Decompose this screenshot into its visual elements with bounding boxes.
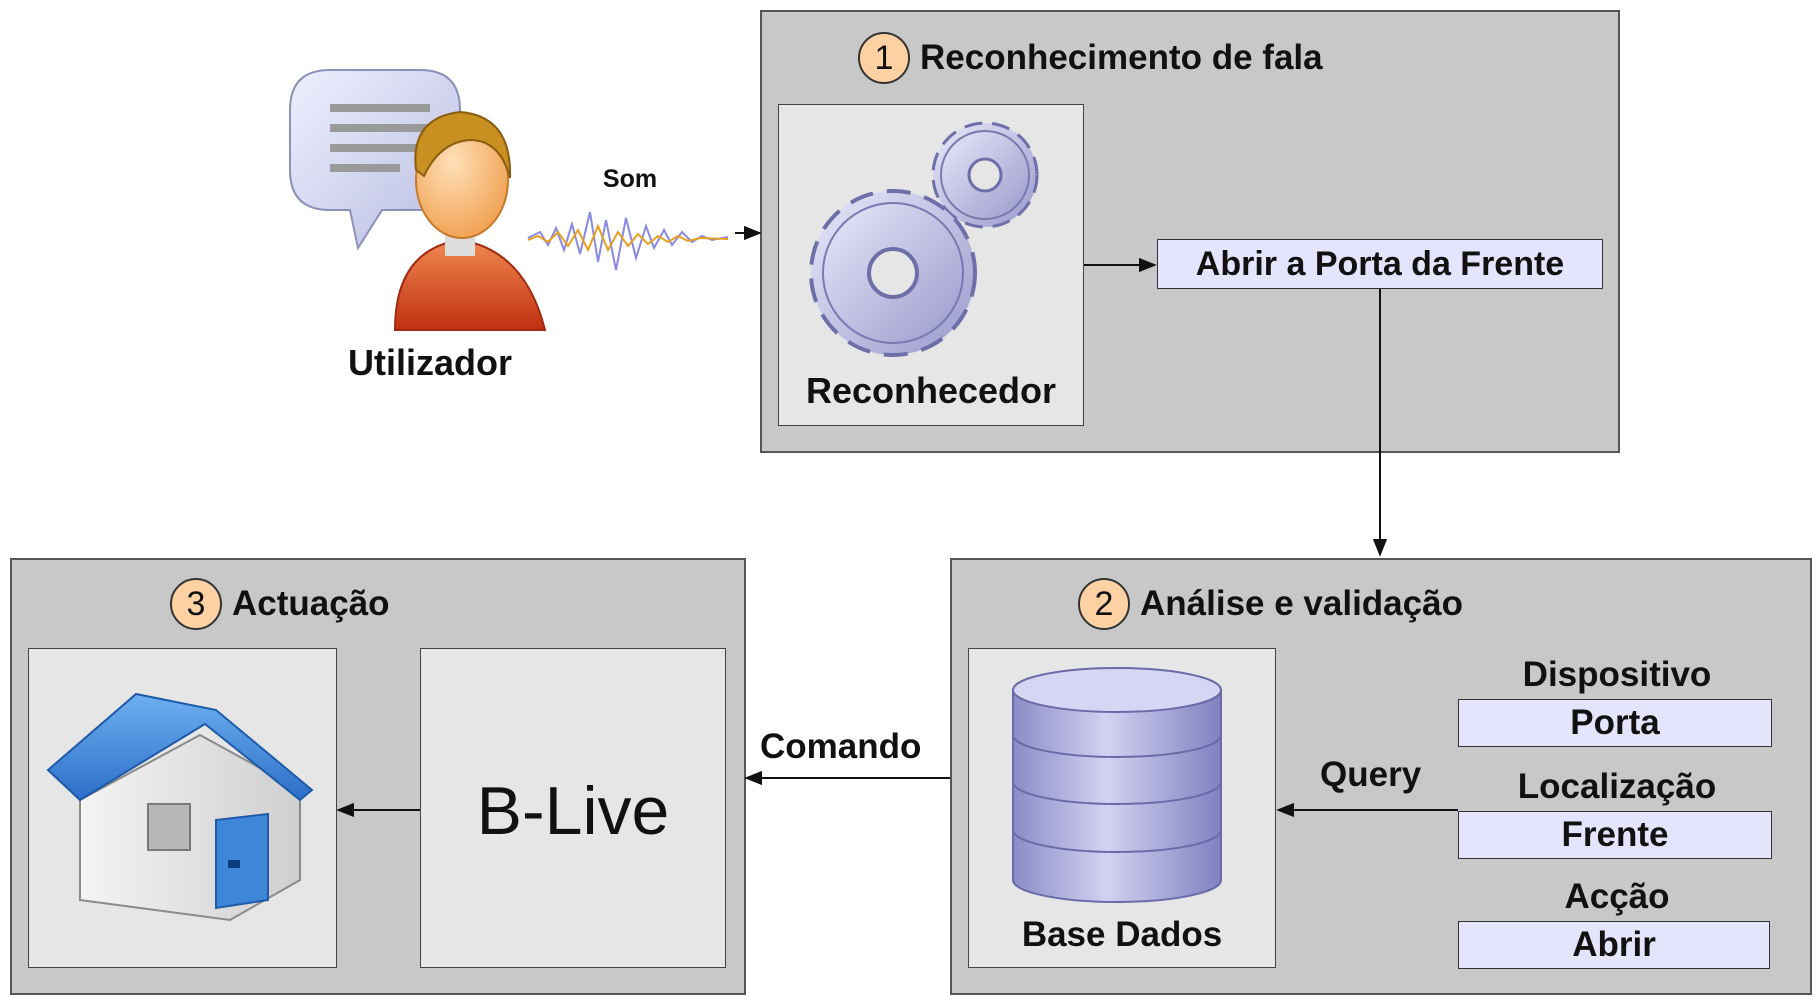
- field-label-location: Localização: [1517, 767, 1717, 806]
- user-icon: [393, 110, 547, 331]
- user-label: Utilizador: [347, 342, 512, 383]
- query-label: Query: [1320, 755, 1422, 794]
- speech-bubble-icon: [289, 69, 461, 251]
- sound-label: Som: [602, 165, 658, 193]
- recognized-phrase: Abrir a Porta da Frente: [1157, 239, 1603, 289]
- house-box: [28, 648, 337, 968]
- step-2-heading: 2 Análise e validação: [1078, 578, 1463, 630]
- blive-label: B-Live: [476, 773, 670, 849]
- field-value-location: Frente: [1458, 811, 1772, 859]
- database-label: Base Dados: [1021, 915, 1223, 954]
- step-2-title: Análise e validação: [1140, 584, 1463, 623]
- field-label-action: Acção: [1564, 877, 1670, 916]
- step-1-heading: 1 Reconhecimento de fala: [858, 32, 1323, 84]
- sound-wave-icon: [527, 211, 729, 271]
- recognizer-label: Reconhecedor: [805, 370, 1057, 411]
- step-3-heading: 3 Actuação: [170, 578, 390, 630]
- field-value-device: Porta: [1458, 699, 1772, 747]
- step-1-title: Reconhecimento de fala: [920, 38, 1323, 77]
- step-number-1: 1: [858, 32, 910, 84]
- blive-box: [420, 648, 726, 968]
- command-label: Comando: [760, 727, 922, 766]
- step-3-title: Actuação: [232, 584, 390, 623]
- field-label-device: Dispositivo: [1522, 655, 1712, 694]
- step-number-2: 2: [1078, 578, 1130, 630]
- field-value-action: Abrir: [1458, 921, 1770, 969]
- step-number-3: 3: [170, 578, 222, 630]
